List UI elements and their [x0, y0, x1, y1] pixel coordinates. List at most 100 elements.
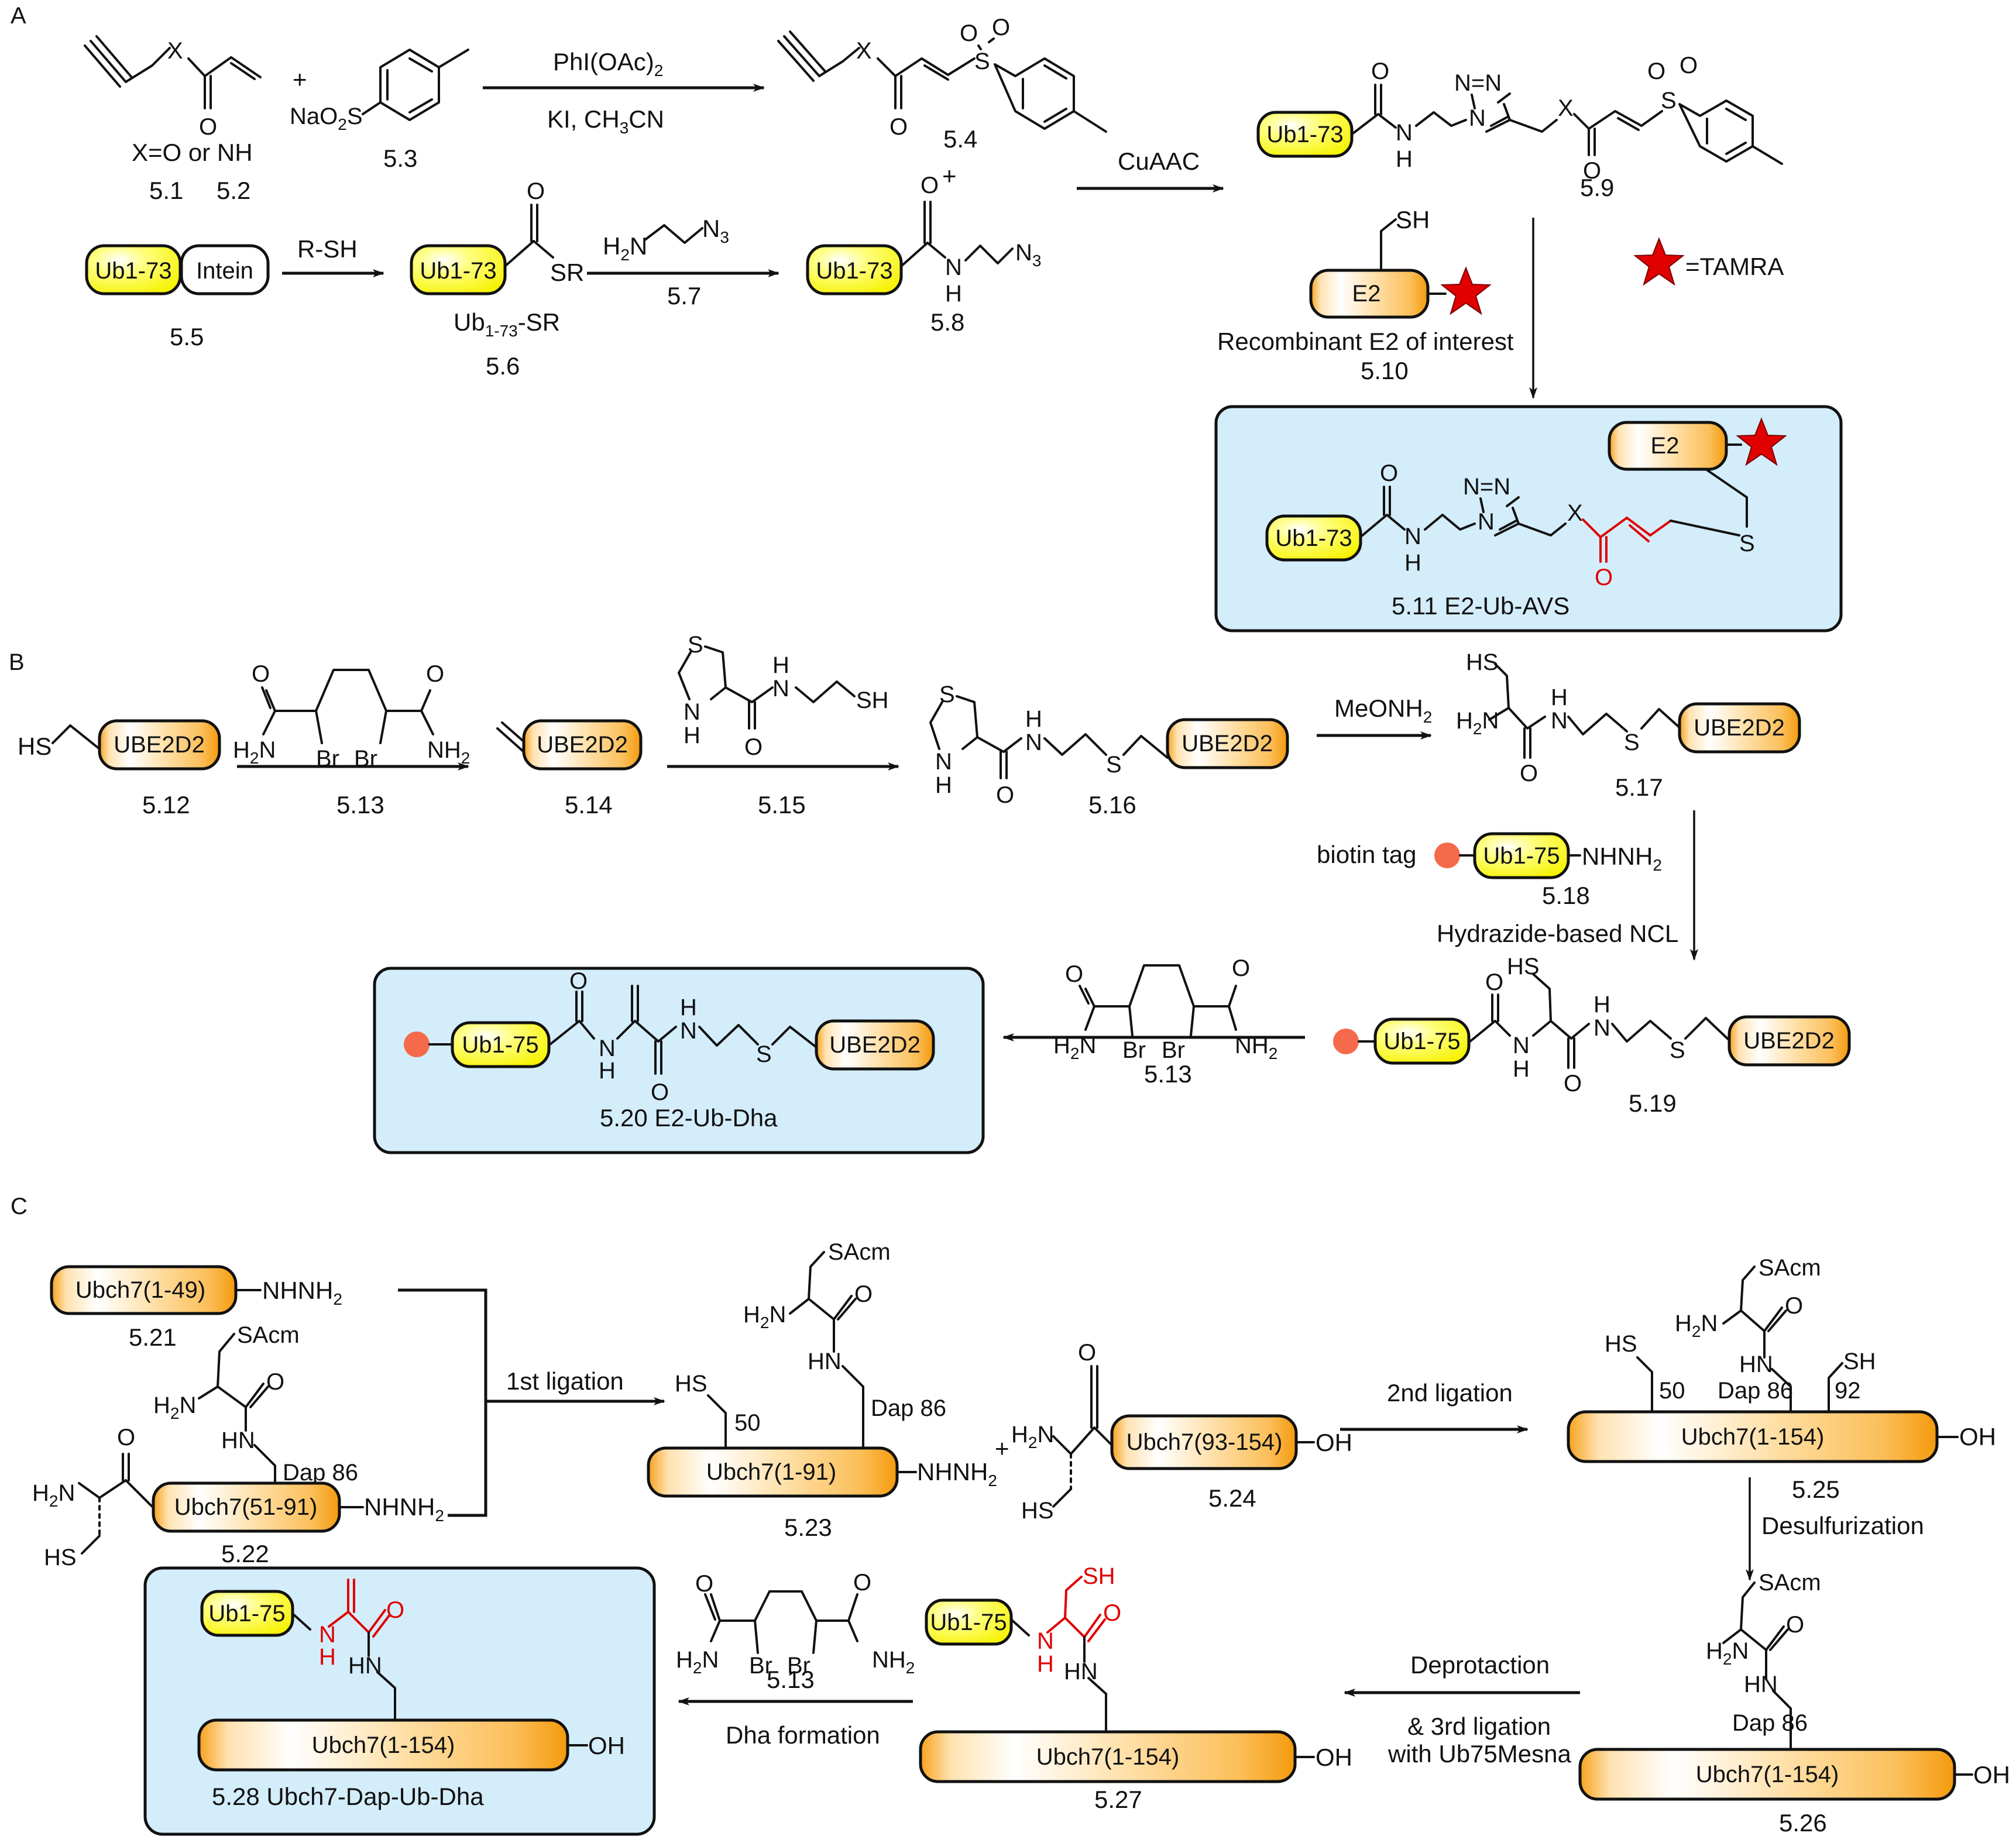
hs-label: HS	[675, 1371, 708, 1397]
reagent-rsh: R-SH	[297, 235, 358, 263]
condition-ub75mesna: with Ub75Mesna	[1387, 1740, 1571, 1768]
h2n-label: H2N	[153, 1392, 196, 1422]
atom-n: N	[945, 255, 962, 280]
compound-label-5-26: 5.26	[1779, 1809, 1827, 1837]
product-label-5-20: 5.20 E2-Ub-Dha	[600, 1104, 778, 1132]
atom-h: H	[935, 772, 952, 798]
ub-sr-label: Ub1-73-SR	[454, 308, 560, 340]
dap86-label: Dap 86	[283, 1460, 358, 1486]
atom-h: H	[1396, 146, 1413, 172]
compound-label-5-8: 5.8	[930, 308, 964, 336]
biotin-tag-label: biotin tag	[1317, 841, 1416, 868]
h2n-label: H2N	[1011, 1422, 1054, 1452]
compound-label-5-16: 5.16	[1088, 791, 1136, 819]
atom-o: O	[199, 114, 217, 140]
compound-5-6: Ub1-73 O SR Ub1-73-SR 5.6	[410, 178, 584, 380]
position-50-label: 50	[1659, 1378, 1685, 1404]
atom-h: H	[680, 995, 697, 1020]
atom-o: O	[1485, 969, 1503, 995]
atom-n: N	[935, 749, 952, 775]
atom-o: O	[921, 173, 939, 198]
atom-x: X	[1567, 500, 1583, 526]
h2n-label: H2N	[233, 737, 276, 767]
atom-o: O	[266, 1369, 284, 1395]
atom-o: O	[960, 20, 978, 46]
intein-label: Intein	[196, 258, 253, 284]
ub1-73-label: Ub1-73	[1275, 525, 1352, 551]
ub1-73-label: Ub1-73	[816, 258, 892, 284]
condition-hydrazide-ncl: Hydrazide-based NCL	[1437, 920, 1678, 947]
reagent-5-13-top: O O H2N Br Br NH2	[233, 661, 470, 772]
compound-5-16: S N H O N H S UBE2D2 5.16	[929, 682, 1289, 819]
compound-5-10: SH E2 Recombinant E2 of interest 5.10	[1217, 206, 1514, 384]
atom-o: O	[853, 1570, 871, 1596]
atom-x: X	[856, 38, 872, 64]
oh-label: OH	[1959, 1423, 1996, 1450]
sh-label: SH	[1843, 1349, 1876, 1374]
compound-5-8: Ub1-73 O N H N3 5.8	[806, 173, 1041, 336]
sacm-label: SAcm	[1759, 1255, 1821, 1281]
atom-o: O	[1583, 158, 1601, 184]
atom-o-red: O	[1595, 565, 1613, 590]
biotin-icon	[404, 1031, 430, 1057]
condition-phi-oac: PhI(OAc)2	[553, 48, 663, 80]
merge-bracket	[398, 1288, 487, 1517]
atom-o: O	[1380, 460, 1398, 486]
atom-o-red: O	[386, 1597, 404, 1623]
product-box-5-28: Ub1-75 N H O HN Ubch7(1-154) OH 5.28 Ubc…	[143, 1566, 656, 1836]
plus-sign: +	[942, 162, 957, 190]
compound-5-25: HS 50 SAcm H2N O HN Dap 86 SH 92 Ubch7(1…	[1567, 1255, 1996, 1503]
compound-5-27: Ub1-75 N H SH O HN Ubch7(1-154) OH 5.27	[919, 1563, 1352, 1813]
compound-5-14: UBE2D2 5.14	[496, 719, 643, 819]
ube2d2-label: UBE2D2	[1743, 1028, 1835, 1054]
atom-n: N	[1469, 105, 1486, 131]
h2n-label: H2N	[1675, 1311, 1718, 1340]
hs-label: HS	[1605, 1331, 1637, 1357]
ub-pill	[806, 244, 903, 295]
hs-label: HS	[1466, 649, 1499, 675]
compound-5-12: HS UBE2D2 5.12	[18, 719, 221, 819]
atom-o: O	[527, 178, 545, 204]
atom-h: H	[1513, 1056, 1530, 1082]
atom-o: O	[1371, 59, 1389, 84]
compound-5-24: H2N O HS Ubch7(93-154) OH 5.24	[1011, 1340, 1352, 1524]
atom-n: N	[599, 1036, 616, 1061]
compound-label-5-5: 5.5	[170, 323, 204, 350]
ubch7-1-49-label: Ubch7(1-49)	[75, 1277, 205, 1303]
h2n-label: H2N	[603, 232, 647, 264]
atom-o: O	[252, 661, 270, 687]
ub1-75-label: Ub1-75	[930, 1610, 1007, 1635]
atom-h: H	[945, 281, 962, 307]
ub1-73-label: Ub1-73	[420, 258, 496, 284]
atom-o: O	[117, 1425, 135, 1450]
nhnh2-label: NHNH2	[917, 1458, 997, 1490]
intein-pill	[180, 244, 270, 295]
atom-nn: N=N	[1463, 474, 1510, 500]
atom-n: N	[1593, 1015, 1610, 1041]
panel-label-b: B	[9, 649, 25, 675]
dap86-label: Dap 86	[1732, 1710, 1808, 1736]
compound-label-5-27: 5.27	[1094, 1786, 1142, 1813]
compound-5-22: SAcm H2N O HN Dap 86 O H2N HS Ubch7(51-9…	[32, 1322, 444, 1570]
atom-n-red: N	[1037, 1628, 1054, 1654]
atom-x: X	[167, 38, 183, 64]
ub1-75-label: Ub1-75	[1383, 1029, 1460, 1054]
atom-h: H	[1404, 550, 1421, 576]
atom-n: N	[1478, 509, 1495, 535]
ub1-75-label: Ub1-75	[208, 1601, 285, 1627]
atom-x: X	[1558, 95, 1574, 121]
x-definition: X=O or NH	[132, 139, 253, 166]
nh2-label: NH2	[427, 737, 470, 767]
br-label: Br	[1162, 1037, 1185, 1063]
atom-o: O	[1680, 53, 1698, 78]
dap86-label: Dap 86	[1718, 1378, 1793, 1404]
atom-o: O	[854, 1281, 873, 1307]
atom-h-red: H	[1037, 1651, 1054, 1677]
ube2d2-pill	[522, 719, 643, 771]
panel-label-c: C	[11, 1194, 28, 1219]
atom-o: O	[426, 661, 444, 687]
compound-label-5-13: 5.13	[1144, 1060, 1192, 1088]
atom-s: S	[1624, 730, 1640, 755]
condition-2nd-ligation: 2nd ligation	[1387, 1379, 1513, 1407]
e2-label: E2	[1651, 433, 1680, 459]
